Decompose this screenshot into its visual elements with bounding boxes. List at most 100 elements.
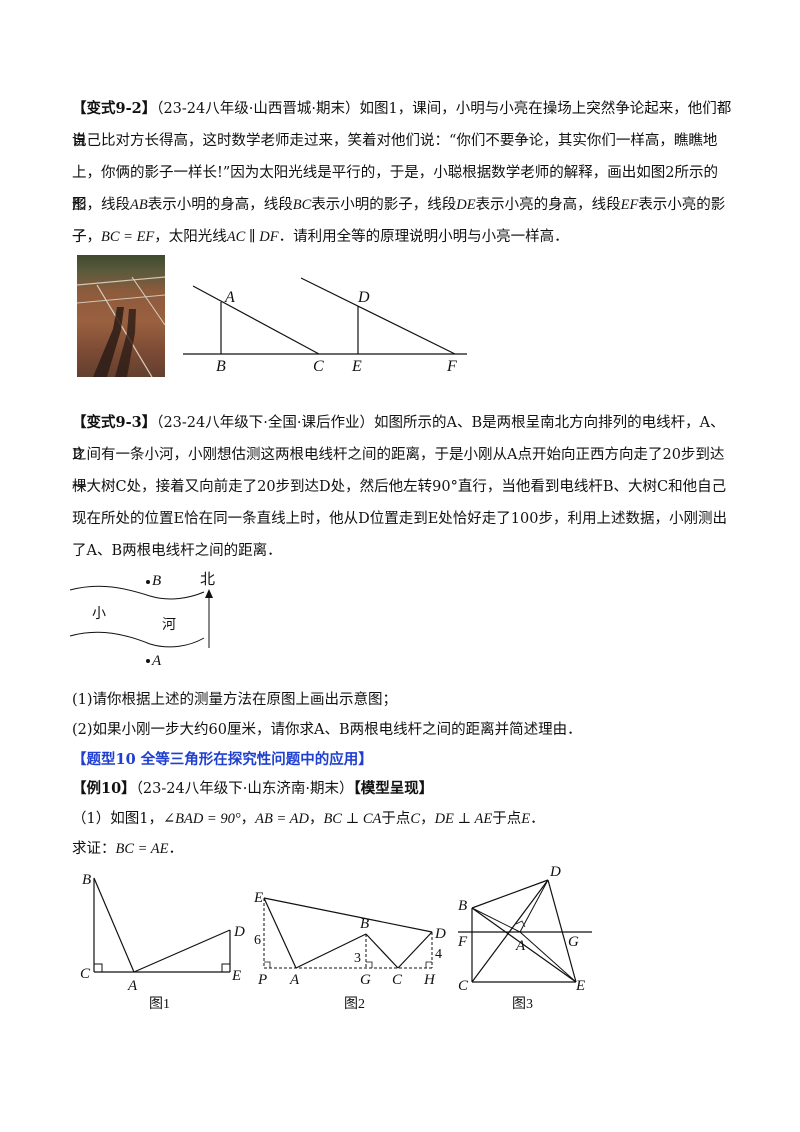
- v93-text: 直行，当他看到电线杆B、大树C和他自己: [457, 479, 727, 495]
- v93-tag: 【变式9-3】: [72, 414, 157, 431]
- figure-2-caption: 图2: [344, 997, 365, 1012]
- v92-tag: 【变式9-2】: [72, 100, 157, 117]
- label-b: B: [152, 573, 161, 589]
- label-a: A: [289, 972, 300, 988]
- v92-figure: A B C D E F: [183, 277, 467, 375]
- v92-text: 表示小明的影子，线段: [311, 197, 457, 213]
- v93-text: 之间有一条小河，小刚想估测这两根电线杆之间的距离，于是小刚从A点开始向正西方向走…: [72, 447, 663, 463]
- v92-text: 上，你俩的影子一样长!”因为太阳光线是平行的，于是，小聪根据数学老师的解释，画出…: [72, 165, 718, 213]
- v92-line-5: 子，BC = EF，太阳光线AC ∥ DF．请利用全等的原理说明小明与小亮一样高…: [72, 221, 732, 253]
- math-cond: AC ∥ DF: [226, 229, 279, 245]
- label-f: F: [457, 934, 468, 950]
- ex10-text: 于点: [381, 811, 411, 827]
- v93-text: 步到达D处，然后他左转: [275, 479, 433, 495]
- label-a: A: [151, 653, 162, 669]
- ex10-line-2: （1）如图1，∠BAD = 90°，AB = AD，BC ⊥ CA于点C，DE …: [72, 803, 732, 835]
- math-point: E: [521, 811, 531, 827]
- math-de: DE: [456, 197, 476, 213]
- label-a: A: [127, 978, 138, 994]
- math-angle: ∠BAD = 90°: [162, 811, 241, 827]
- v92-text: 自己比对方长得高，这时数学老师走过来，笑着对他们说：“你们不要争论，其实你们一样…: [72, 133, 718, 149]
- v92-source: （23-24八年级·山西晋城·期末）: [156, 101, 360, 117]
- river-label-2: 河: [162, 617, 176, 633]
- math-ab: AB: [130, 197, 148, 213]
- v93-question-2: (2)如果小刚一步大约60厘米，请你求A、B两根电线杆之间的距离并简述理由．: [72, 714, 732, 746]
- length-4: 4: [435, 947, 442, 962]
- question-text: (1)请你根据上述的测量方法在原图上画出示意图；: [72, 692, 398, 708]
- section-title-text: 【题型10 全等三角形在探究性问题中的应用】: [72, 751, 373, 768]
- v92-text: 表示小亮的身高，线段: [475, 197, 621, 213]
- v93-question-1: (1)请你根据上述的测量方法在原图上画出示意图；: [72, 684, 732, 716]
- label-b: B: [82, 872, 91, 888]
- label-g: G: [360, 972, 371, 988]
- v92-text: ．请利用全等的原理说明小明与小亮一样高．: [278, 229, 569, 245]
- v93-source: （23-24八年级下·全国·课后作业）: [156, 415, 374, 431]
- label-g: G: [568, 934, 579, 950]
- ex10-text: 于点: [492, 811, 522, 827]
- label-d: D: [357, 289, 370, 306]
- num-60: 60: [208, 722, 227, 738]
- question-text: 厘米，请你求A、B两根电线杆之间的距离并简述理由．: [227, 722, 582, 738]
- v92-text: 如图1，课间，小明与小亮在操场上突然争论起来，他们都说: [72, 101, 732, 149]
- math-eq: AB = AD: [255, 811, 309, 827]
- point-b: [146, 580, 150, 584]
- ex10-model: 【模型呈现】: [353, 780, 434, 797]
- label-c: C: [458, 978, 469, 994]
- v93-line-3: 棵大树C处，接着又向前走了20步到达D处，然后他左转90°直行，当他看到电线杆B…: [72, 471, 732, 503]
- figure-1-caption: 图1: [149, 997, 170, 1012]
- length-6: 6: [254, 933, 261, 948]
- math-perp: DE ⊥ AE: [434, 811, 493, 827]
- label-c: C: [313, 358, 324, 375]
- v93-line-2: 之间有一条小河，小刚想估测这两根电线杆之间的距离，于是小刚从A点开始向正西方向走…: [72, 439, 732, 503]
- num-20: 20: [662, 447, 681, 463]
- ex10-tag: 【例10】: [72, 780, 136, 797]
- label-a: A: [515, 938, 526, 954]
- label-a: A: [224, 289, 235, 306]
- figure-2: E 6 B 3 D 4 P A G C H 图2: [253, 890, 446, 1012]
- river-label-1: 小: [92, 606, 106, 622]
- ex10-source: （23-24八年级下·山东济南·期末）: [135, 781, 354, 797]
- ex10-text: ，: [420, 811, 435, 827]
- math-perp: BC ⊥ CA: [323, 811, 382, 827]
- label-h: H: [423, 972, 436, 988]
- label-b: B: [360, 916, 369, 932]
- v92-text: 表示小亮的影子: [72, 197, 726, 245]
- north-label: 北: [200, 571, 215, 588]
- v93-text: 棵大树C处，接着又向前走了: [72, 479, 258, 495]
- label-c: C: [392, 972, 403, 988]
- v92-text: 表示小明的身高，线段: [147, 197, 293, 213]
- v93-text: 步，利用上述数据，小刚测出: [538, 511, 727, 527]
- point-a: [146, 659, 150, 663]
- label-p: P: [257, 972, 267, 988]
- math-bc: BC: [292, 197, 312, 213]
- v93-text: 如图所示的A、B是两根呈南北方向排列的电线杆，A、B: [72, 415, 725, 463]
- num-20: 20: [257, 479, 276, 495]
- ex10-line-3: 求证：BC = AE．: [72, 833, 732, 865]
- label-e: E: [253, 890, 263, 906]
- photo-detail: [77, 276, 165, 377]
- v93-line-5: 了A、B两根电线杆之间的距离．: [72, 535, 732, 567]
- figure-1: B C A D E 图1: [80, 872, 245, 1012]
- v92-text: ，太阳光线: [154, 229, 227, 245]
- label-d: D: [549, 864, 561, 880]
- v92-line-4: 形，线段AB表示小明的身高，线段BC表示小明的影子，线段DE表示小亮的身高，线段…: [72, 189, 732, 253]
- v93-text: 现在所处的位置E恰在同一条直线上时，他从D位置走到E处恰好走了: [72, 511, 511, 527]
- v92-text: 子，: [72, 229, 101, 245]
- math-eq: BC = AE: [115, 841, 169, 857]
- label-d: D: [233, 924, 245, 940]
- num-100: 100: [510, 511, 539, 527]
- math-cond: BC = EF: [101, 229, 155, 245]
- label-e: E: [231, 968, 241, 984]
- section-title: 【题型10 全等三角形在探究性问题中的应用】: [72, 744, 732, 776]
- ex10-text: ，: [240, 811, 256, 827]
- math-ef: EF: [620, 197, 639, 213]
- figure-3: B D F A G C E 图3: [457, 864, 592, 1012]
- question-text: (2)如果小刚一步大约: [72, 722, 209, 738]
- ex10-text: ．: [530, 811, 545, 827]
- ex10-text: 求证：: [72, 841, 116, 857]
- num-90: 90°: [432, 479, 458, 495]
- label-f: F: [446, 358, 457, 375]
- v92-line-2: 自己比对方长得高，这时数学老师走过来，笑着对他们说：“你们不要争论，其实你们一样…: [72, 125, 732, 157]
- v92-line-3: 上，你俩的影子一样长!”因为太阳光线是平行的，于是，小聪根据数学老师的解释，画出…: [72, 157, 732, 221]
- label-e: E: [351, 358, 362, 375]
